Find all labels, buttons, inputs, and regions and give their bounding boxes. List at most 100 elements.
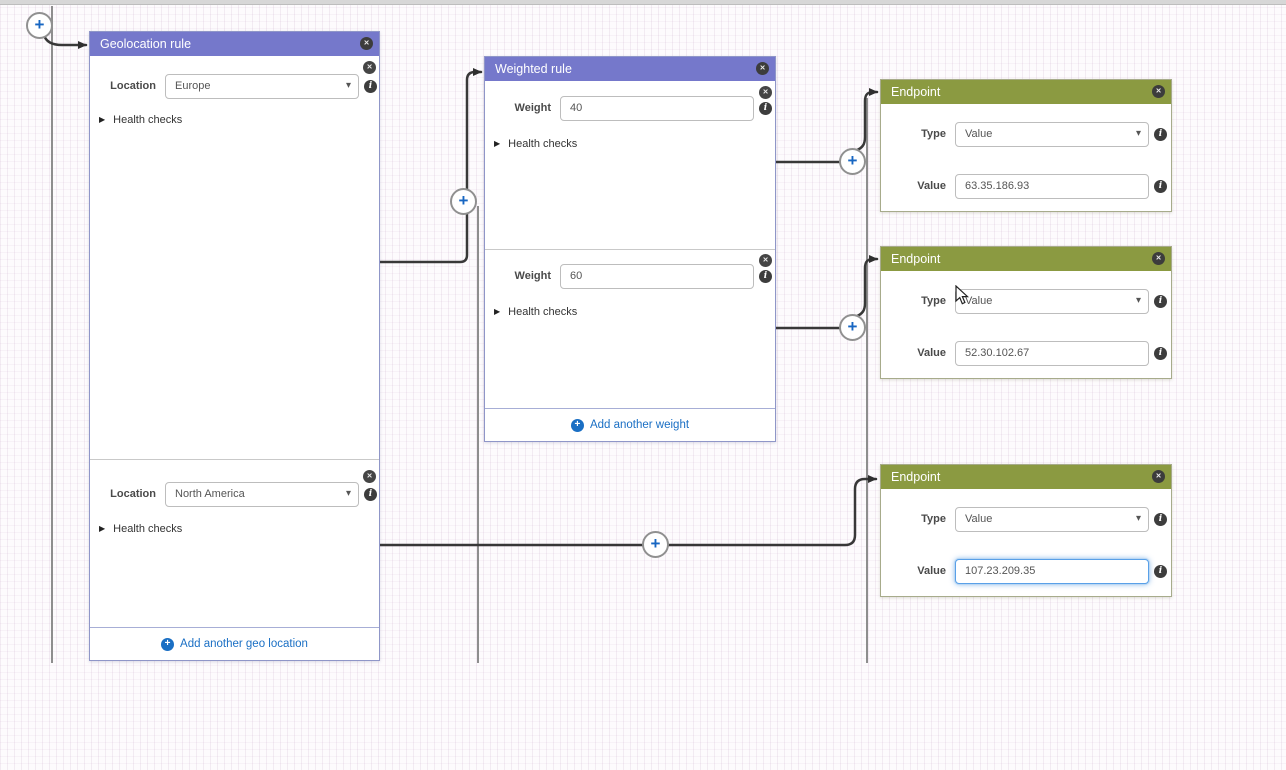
close-icon[interactable]: ✕ xyxy=(360,37,373,50)
close-icon[interactable]: ✕ xyxy=(363,61,376,74)
health-checks-label: Health checks xyxy=(508,306,578,318)
wire-weight60-to-endpoint2 xyxy=(853,255,879,319)
plus-circle-icon: + xyxy=(161,637,175,651)
endpoint-title: Endpoint xyxy=(891,85,941,99)
type-label: Type xyxy=(921,128,946,140)
weight-label: Weight xyxy=(514,270,551,282)
geo-section-north-america: ✕ Location North America ▾ i ▶ Health ch… xyxy=(90,459,379,629)
endpoint-type-select[interactable]: Value ▾ xyxy=(955,288,1149,314)
endpoint-value-input[interactable] xyxy=(955,173,1149,199)
health-checks-label: Health checks xyxy=(508,138,578,150)
chevron-down-icon: ▾ xyxy=(345,487,351,499)
type-label: Type xyxy=(921,295,946,307)
weighted-rule-card: Weighted rule ✕ ✕ Weight i ▶ Health chec… xyxy=(484,56,776,442)
add-connection-button[interactable]: + xyxy=(642,531,669,558)
close-icon[interactable]: ✕ xyxy=(363,470,376,483)
endpoint-type-value: Value xyxy=(965,513,993,525)
wire-start-to-geolocation xyxy=(42,33,88,49)
location-select-value: Europe xyxy=(175,80,211,92)
weight-section-40: ✕ Weight i ▶ Health checks xyxy=(485,81,775,249)
value-row: Value i xyxy=(885,340,1167,366)
endpoint-type-value: Value xyxy=(965,295,993,307)
weight-input[interactable] xyxy=(560,95,754,121)
info-icon[interactable]: i xyxy=(1154,346,1167,360)
type-row: Type Value ▾ i xyxy=(885,288,1167,314)
chevron-down-icon: ▾ xyxy=(1135,512,1141,524)
health-checks-toggle[interactable]: ▶ Health checks xyxy=(494,137,577,151)
plus-circle-icon: + xyxy=(570,418,584,432)
endpoint-header[interactable]: Endpoint ✕ xyxy=(881,247,1171,271)
chevron-down-icon: ▾ xyxy=(1135,294,1141,306)
location-select[interactable]: Europe ▾ xyxy=(165,73,359,99)
value-row: Value i xyxy=(885,173,1167,199)
info-icon[interactable]: i xyxy=(364,79,377,93)
info-icon[interactable]: i xyxy=(1154,127,1167,141)
info-icon[interactable]: i xyxy=(364,487,377,501)
location-label: Location xyxy=(110,488,156,500)
endpoint-title: Endpoint xyxy=(891,470,941,484)
add-geo-location-button[interactable]: + Add another geo location xyxy=(161,637,308,651)
info-icon[interactable]: i xyxy=(1154,294,1167,308)
add-connection-button[interactable]: + xyxy=(450,188,477,215)
info-icon[interactable]: i xyxy=(759,269,772,283)
type-row: Type Value ▾ i xyxy=(885,506,1167,532)
endpoint-type-select[interactable]: Value ▾ xyxy=(955,121,1149,147)
endpoint-type-select[interactable]: Value ▾ xyxy=(955,506,1149,532)
weight-input[interactable] xyxy=(560,263,754,289)
close-icon[interactable]: ✕ xyxy=(1152,85,1165,98)
close-icon[interactable]: ✕ xyxy=(756,62,769,75)
endpoint-card-3: Endpoint ✕ Type Value ▾ i Value i xyxy=(880,464,1172,597)
info-icon[interactable]: i xyxy=(1154,512,1167,526)
value-label: Value xyxy=(917,347,946,359)
weight-row: Weight i xyxy=(490,263,772,289)
chevron-down-icon: ▾ xyxy=(1135,127,1141,139)
add-connection-button[interactable]: + xyxy=(839,148,866,175)
close-icon[interactable]: ✕ xyxy=(1152,470,1165,483)
health-checks-toggle[interactable]: ▶ Health checks xyxy=(494,305,577,319)
disclosure-triangle-icon: ▶ xyxy=(99,524,106,533)
weighted-rule-title: Weighted rule xyxy=(495,62,572,76)
type-row: Type Value ▾ i xyxy=(885,121,1167,147)
location-select[interactable]: North America ▾ xyxy=(165,481,359,507)
endpoint-card-2: Endpoint ✕ Type Value ▾ i Value i xyxy=(880,246,1172,379)
health-checks-label: Health checks xyxy=(113,523,183,535)
weighted-card-footer: + Add another weight xyxy=(485,408,775,441)
wire-weight40-to-endpoint1 xyxy=(853,88,879,153)
endpoint-value-input[interactable] xyxy=(955,340,1149,366)
geolocation-rule-card: Geolocation rule ✕ ✕ Location Europe ▾ i… xyxy=(89,31,380,661)
location-select-value: North America xyxy=(175,488,245,500)
location-label: Location xyxy=(110,80,156,92)
endpoint-title: Endpoint xyxy=(891,252,941,266)
type-label: Type xyxy=(921,513,946,525)
endpoint-value-input[interactable] xyxy=(955,558,1149,584)
health-checks-label: Health checks xyxy=(113,114,183,126)
close-icon[interactable]: ✕ xyxy=(759,86,772,99)
disclosure-triangle-icon: ▶ xyxy=(494,139,501,148)
geolocation-rule-title: Geolocation rule xyxy=(100,37,192,51)
chevron-down-icon: ▾ xyxy=(345,79,351,91)
weighted-rule-header[interactable]: Weighted rule ✕ xyxy=(485,57,775,81)
geo-section-europe: ✕ Location Europe ▾ i ▶ Health checks xyxy=(90,56,379,459)
health-checks-toggle[interactable]: ▶ Health checks xyxy=(99,113,182,127)
wire-geo-europe-to-weighted xyxy=(378,68,483,264)
info-icon[interactable]: i xyxy=(759,101,772,115)
wire-geo-northamerica-to-endpoint3 xyxy=(378,475,878,547)
add-weight-label: Add another weight xyxy=(589,419,690,431)
add-weight-button[interactable]: + Add another weight xyxy=(570,418,690,432)
info-icon[interactable]: i xyxy=(1154,179,1167,193)
location-row: Location North America ▾ i xyxy=(95,481,377,507)
endpoint-header[interactable]: Endpoint ✕ xyxy=(881,80,1171,104)
close-icon[interactable]: ✕ xyxy=(759,254,772,267)
health-checks-toggle[interactable]: ▶ Health checks xyxy=(99,522,182,536)
add-geo-location-label: Add another geo location xyxy=(180,638,308,650)
endpoint-header[interactable]: Endpoint ✕ xyxy=(881,465,1171,489)
add-connection-button[interactable]: + xyxy=(26,12,53,39)
top-bar xyxy=(0,0,1286,5)
info-icon[interactable]: i xyxy=(1154,564,1167,578)
close-icon[interactable]: ✕ xyxy=(1152,252,1165,265)
geolocation-rule-header[interactable]: Geolocation rule ✕ xyxy=(90,32,379,56)
endpoint-type-value: Value xyxy=(965,128,993,140)
weight-label: Weight xyxy=(514,102,551,114)
add-connection-button[interactable]: + xyxy=(839,314,866,341)
